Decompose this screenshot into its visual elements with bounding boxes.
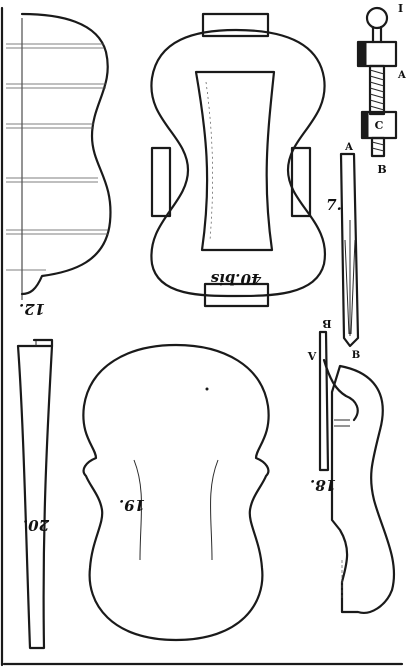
- edge-curve: [322, 358, 359, 422]
- figure-20-label: 20.: [23, 516, 50, 534]
- label-I: I: [398, 2, 403, 15]
- figure-7-label: 7.: [326, 196, 342, 214]
- half-body-outline: [20, 12, 112, 296]
- figure-18-template: B V 18.: [307, 317, 396, 614]
- clamp-screw-thread: [368, 64, 386, 116]
- edge-strip: [318, 330, 330, 472]
- gauge-body: [339, 152, 360, 348]
- figure-12-half-body: 12.: [0, 6, 112, 667]
- figure-40bis-mould: 40.bis: [150, 12, 327, 308]
- gauge-line: [350, 239, 356, 335]
- label-A: A: [344, 142, 353, 153]
- dot: [205, 387, 209, 391]
- left-corner-block: [150, 146, 172, 218]
- template-outline: [330, 364, 396, 614]
- gauge-line: [344, 239, 350, 335]
- body-outline: [82, 343, 270, 642]
- label-C: C: [375, 119, 384, 132]
- figure-40bis-label: 40.bis: [210, 270, 261, 288]
- figure-19-body: 19.: [82, 343, 270, 642]
- figure-20-neck-piece: 20.: [2, 338, 404, 666]
- top-edge: [32, 338, 54, 348]
- label-B-edge: B: [322, 317, 331, 330]
- mould-outer-outline: [150, 28, 327, 298]
- top-block: [201, 12, 270, 38]
- figure-18-label: 18.: [310, 476, 336, 494]
- neck-piece-outline: [16, 344, 54, 650]
- jaw-shading: [357, 41, 367, 67]
- jaw-shading: [361, 111, 369, 139]
- f-hole-left: [133, 459, 142, 561]
- dotted-guide: [205, 81, 213, 241]
- label-A: A: [397, 70, 406, 81]
- mould-inner-cutout: [194, 70, 276, 252]
- label-V: V: [307, 350, 317, 363]
- figure-12-label: 12.: [19, 300, 45, 318]
- figure-19-label: 19.: [119, 496, 145, 514]
- label-B: B: [352, 350, 360, 361]
- clamp-tool: I A C B: [356, 2, 406, 176]
- right-corner-block: [290, 146, 312, 218]
- f-hole-right: [210, 459, 219, 561]
- edge-tick: [334, 419, 350, 427]
- figure-7-gauge: A B 7.: [326, 142, 360, 361]
- clamp-knob: [365, 6, 389, 30]
- label-B: B: [377, 163, 386, 176]
- clamp-screw-tip: [370, 136, 386, 158]
